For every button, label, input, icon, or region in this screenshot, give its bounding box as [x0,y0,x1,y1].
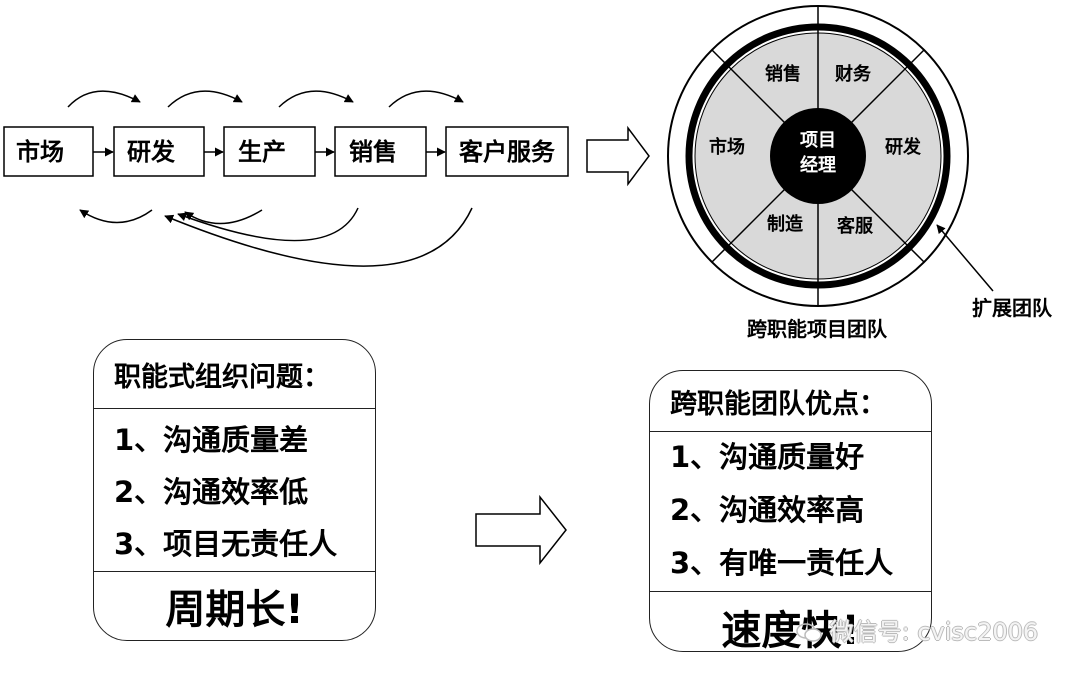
hub-label-line-2: 经理 [800,154,836,176]
team-caption: 跨职能项目团队 [747,317,888,341]
card-divider [650,431,931,432]
segment-label-market: 市场 [709,136,745,158]
team-wheel: 项目 经理 销售 财务 研发 客服 制造 市场 [667,5,969,307]
handoff-arcs [67,90,464,108]
card-item: 1、沟通质量差 [114,423,309,457]
project-manager-hub [770,108,866,204]
wechat-icon [796,622,822,644]
feedback-arcs [79,207,473,267]
segment-label-manufacturing: 制造 [767,213,803,235]
transition-arrow-top [586,125,650,187]
card-title: 跨职能团队优点： [670,388,886,420]
card-item: 3、项目无责任人 [114,527,338,561]
extended-team-pointer [936,224,994,292]
segment-label-rnd: 研发 [885,136,922,158]
svg-text:生产: 生产 [238,138,286,166]
card-item: 2、沟通效率低 [114,475,309,509]
process-step-rnd: 研发 [113,126,205,177]
card-divider [94,571,375,572]
watermark: 微信号: cvisc2006 [796,612,1038,647]
svg-text:客户服务: 客户服务 [459,138,556,166]
process-step-service: 客户服务 [445,126,569,177]
card-result: 周期长! [165,587,304,633]
card-divider [650,591,931,592]
card-item: 1、沟通质量好 [670,440,865,474]
crossfunctional-advantages-card: 跨职能团队优点： 1、沟通质量好 2、沟通效率高 3、有唯一责任人 速度快! [649,370,932,652]
card-item: 2、沟通效率高 [670,493,865,527]
handoff-arc [67,90,141,108]
process-step-production: 生产 [223,126,316,177]
card-divider [94,408,375,409]
transition-arrow-bottom [475,494,567,566]
feedback-arc [164,207,473,267]
process-step-sales: 销售 [334,126,427,177]
feedback-arc [177,207,359,242]
svg-text:研发: 研发 [127,138,175,166]
extended-team-label: 扩展团队 [972,296,1053,320]
watermark-text: 微信号: cvisc2006 [829,618,1039,646]
feedback-arc [184,209,263,225]
hub-label-line-1: 项目 [800,130,836,151]
process-step-market: 市场 [3,126,94,177]
functional-issues-card: 职能式组织问题： 1、沟通质量差 2、沟通效率低 3、项目无责任人 周期长! [93,339,376,641]
segment-label-sales: 销售 [765,63,801,85]
svg-text:销售: 销售 [349,138,397,166]
process-flow: 市场 研发 生产 销售 客户服务 [3,126,569,177]
feedback-arc [79,209,153,224]
segment-label-finance: 财务 [835,63,872,85]
card-title: 职能式组织问题： [114,361,330,393]
segment-label-service: 客服 [837,215,874,237]
svg-text:市场: 市场 [16,138,64,166]
card-item: 3、有唯一责任人 [670,546,894,580]
handoff-arc [388,90,464,108]
handoff-arc [278,90,354,108]
card-result: 速度快! [721,608,860,652]
handoff-arc [167,90,243,108]
